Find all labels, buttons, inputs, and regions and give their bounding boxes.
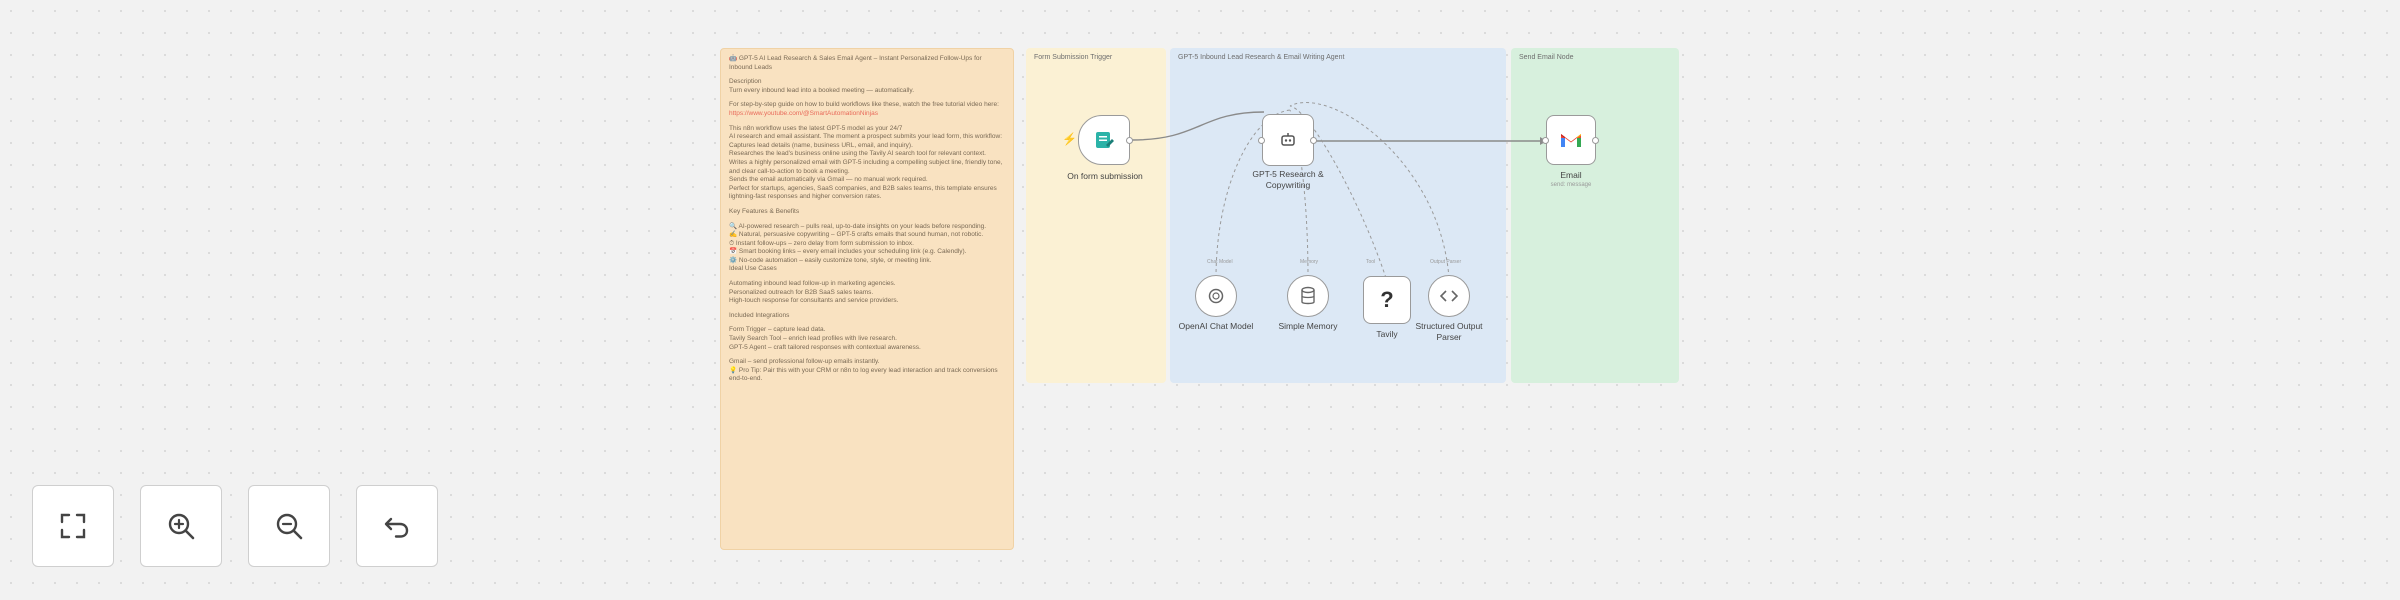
note-line: 🔍 AI-powered research – pulls real, up-t… bbox=[729, 222, 987, 230]
connector-label-memory: Memory bbox=[1300, 259, 1319, 265]
node-label: GPT-5 Research & Copywriting bbox=[1238, 169, 1338, 191]
node-sublabel: send: message bbox=[1550, 182, 1592, 188]
note-title: 🤖 GPT-5 AI Lead Research & Sales Email A… bbox=[729, 55, 982, 71]
connector-label-chat-model: Chat Model bbox=[1207, 259, 1233, 265]
node-label: Structured Output Parser bbox=[1399, 321, 1499, 343]
note-line: Ideal Use Cases bbox=[729, 265, 777, 273]
note-line: Personalized outreach for B2B SaaS sales… bbox=[729, 288, 874, 296]
node-label: Email bbox=[1560, 170, 1582, 180]
note-line: Turn every inbound lead into a booked me… bbox=[729, 86, 914, 94]
fit-to-view-icon bbox=[60, 513, 86, 539]
note-line: 📅 Smart booking links – every email incl… bbox=[729, 248, 967, 256]
output-handle[interactable] bbox=[1126, 137, 1133, 144]
sticky-note-gpt-agent[interactable]: GPT-5 Inbound Lead Research & Email Writ… bbox=[1170, 48, 1506, 383]
node-simple-memory[interactable] bbox=[1287, 275, 1329, 317]
note-line: Gmail – send professional follow-up emai… bbox=[729, 358, 880, 366]
node-gpt-research-agent[interactable] bbox=[1262, 114, 1314, 166]
gmail-icon bbox=[1561, 134, 1581, 147]
node-form-submission[interactable] bbox=[1078, 115, 1130, 165]
connection-chat-model bbox=[1215, 109, 1291, 279]
sticky-note-form-trigger[interactable]: Form Submission Trigger bbox=[1026, 48, 1166, 383]
note-line: Captures lead details (name, business UR… bbox=[729, 141, 913, 149]
note-line: Form Trigger – capture lead data. bbox=[729, 326, 826, 334]
connection-output-parser bbox=[1289, 101, 1450, 279]
note-line: GPT-5 Agent – craft tailored responses w… bbox=[729, 343, 921, 351]
connector-label-tool: Tool bbox=[1366, 259, 1376, 265]
database-icon bbox=[1301, 286, 1315, 305]
robot-icon bbox=[1281, 133, 1295, 146]
openai-icon bbox=[1208, 288, 1224, 304]
trigger-bolt-icon: ⚡ bbox=[1062, 132, 1077, 146]
zoom-out-icon bbox=[276, 513, 303, 540]
note-line: Description bbox=[729, 78, 762, 86]
fit-view-button[interactable] bbox=[32, 485, 114, 567]
node-openai-chat-model[interactable] bbox=[1195, 275, 1237, 317]
note-line: 💡 Pro Tip: Pair this with your CRM or n8… bbox=[729, 366, 998, 383]
input-handle[interactable] bbox=[1258, 137, 1265, 144]
note-line: Included Integrations bbox=[729, 311, 790, 319]
note-line: Automating inbound lead follow-up in mar… bbox=[729, 280, 896, 288]
connection-tool bbox=[1289, 105, 1387, 279]
output-handle[interactable] bbox=[1592, 137, 1599, 144]
input-handle[interactable] bbox=[1542, 137, 1549, 144]
node-structured-output-parser[interactable] bbox=[1428, 275, 1470, 317]
node-label: Simple Memory bbox=[1278, 321, 1338, 331]
note-line: Tavily Search Tool – enrich lead profile… bbox=[729, 335, 897, 343]
node-label: OpenAI Chat Model bbox=[1178, 321, 1254, 331]
note-line: Researches the lead's business online us… bbox=[729, 150, 986, 158]
node-label-line: Copywriting bbox=[1265, 180, 1311, 190]
note-line: High-touch response for consultants and … bbox=[729, 297, 899, 305]
note-line: For step-by-step guide on how to build w… bbox=[729, 101, 999, 109]
note-line: This n8n workflow uses the latest GPT-5 … bbox=[729, 124, 903, 132]
form-icon bbox=[1096, 132, 1114, 148]
sticky-note-title: Send Email Node bbox=[1519, 54, 1574, 61]
zoom-in-icon bbox=[168, 513, 195, 540]
node-tavily[interactable]: ? bbox=[1363, 276, 1411, 324]
node-label-line: Structured Output bbox=[1415, 321, 1483, 331]
reset-zoom-button[interactable] bbox=[356, 485, 438, 567]
connection-form-to-agent bbox=[1131, 111, 1265, 141]
node-label: On form submission bbox=[1067, 171, 1143, 181]
connector-label-output-parser: Output Parser bbox=[1430, 259, 1462, 265]
note-line: Key Features & Benefits bbox=[729, 207, 800, 215]
sticky-note-send-email[interactable]: Send Email Node bbox=[1511, 48, 1679, 383]
undo-icon bbox=[384, 517, 409, 538]
note-link[interactable]: https://www.youtube.com/@SmartAutomation… bbox=[729, 109, 878, 117]
note-line: ⏱ Instant follow-ups – zero delay from f… bbox=[729, 239, 914, 247]
node-label-line: Parser bbox=[1436, 332, 1462, 342]
output-handle[interactable] bbox=[1310, 137, 1317, 144]
zoom-out-button[interactable] bbox=[248, 485, 330, 567]
sticky-note-title: Form Submission Trigger bbox=[1034, 54, 1113, 61]
zoom-in-button[interactable] bbox=[140, 485, 222, 567]
sticky-note-title: GPT-5 Inbound Lead Research & Email Writ… bbox=[1178, 54, 1345, 61]
node-label: Tavily bbox=[1376, 329, 1398, 339]
node-email[interactable] bbox=[1546, 115, 1596, 165]
note-line: Writes a highly personalized email with … bbox=[729, 158, 1003, 175]
note-line: ✍️ Natural, persuasive copywriting – GPT… bbox=[729, 231, 984, 239]
question-mark-icon: ? bbox=[1380, 287, 1394, 312]
note-line: Sends the email automatically via Gmail … bbox=[729, 176, 928, 184]
code-brackets-icon bbox=[1440, 290, 1458, 302]
note-line: AI research and email assistant. The mom… bbox=[729, 133, 1002, 141]
note-line: Perfect for startups, agencies, SaaS com… bbox=[729, 184, 997, 201]
sticky-note-description[interactable]: 🤖 GPT-5 AI Lead Research & Sales Email A… bbox=[720, 48, 1014, 550]
sticky-note-text: 🤖 GPT-5 AI Lead Research & Sales Email A… bbox=[729, 55, 1005, 384]
node-label-line: GPT-5 Research & bbox=[1252, 169, 1324, 179]
note-line: ⚙️ No-code automation – easily customize… bbox=[729, 256, 932, 264]
